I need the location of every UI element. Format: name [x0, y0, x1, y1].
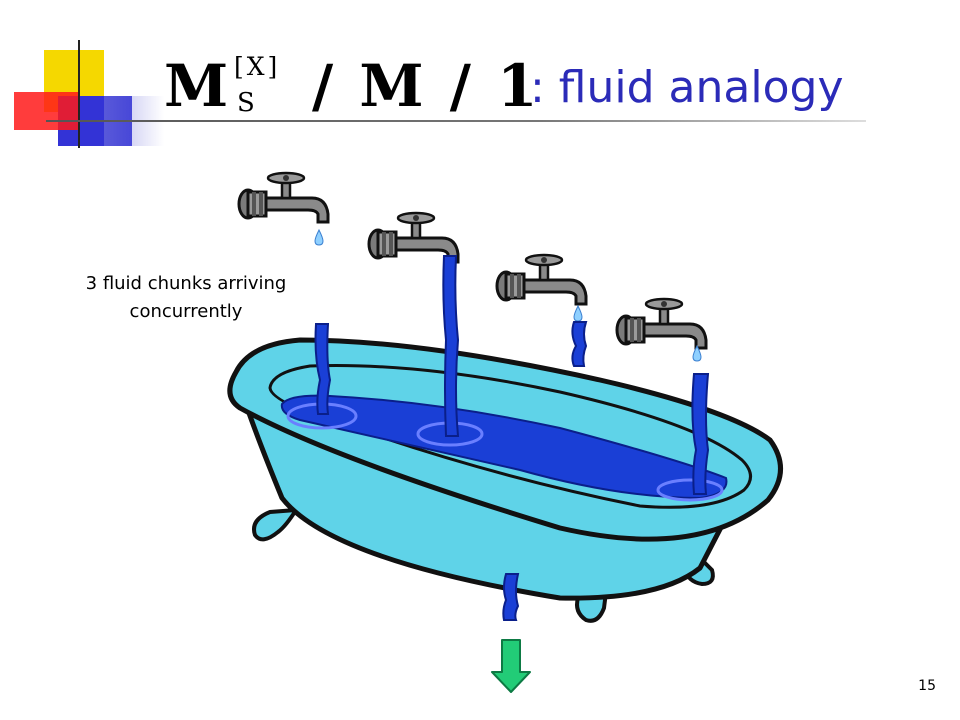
slide-title-suffix: : fluid analogy: [530, 62, 844, 113]
fluid-streams: [314, 255, 710, 621]
title-underline: [46, 120, 866, 122]
drain-stream: [502, 573, 520, 621]
title-decoration-red: [14, 92, 78, 130]
bathtub-icon: [227, 337, 783, 601]
page-number: 15: [918, 678, 936, 694]
kendall-notation-arrival: M: [164, 52, 229, 120]
water-drop-icon: [314, 229, 324, 246]
faucet-icon: [367, 211, 460, 264]
faucet-icon: [615, 297, 708, 350]
kendall-notation-rest: / M / 1: [312, 52, 538, 120]
faucet-icon: [495, 253, 588, 306]
down-arrow-icon: [491, 639, 531, 693]
fluid-stream: [691, 373, 710, 495]
title-divider-vertical: [78, 40, 80, 148]
fluid-stream: [571, 321, 588, 367]
faucet-icon: [237, 171, 330, 224]
water-drop-icon: [573, 305, 583, 322]
fluid-stream: [442, 255, 460, 437]
caption-text: 3 fluid chunks arriving concurrently: [85, 273, 287, 322]
fluid-stream: [314, 323, 332, 415]
kendall-notation-subscript: S: [237, 88, 255, 118]
kendall-notation-batch: [X]: [234, 52, 281, 81]
